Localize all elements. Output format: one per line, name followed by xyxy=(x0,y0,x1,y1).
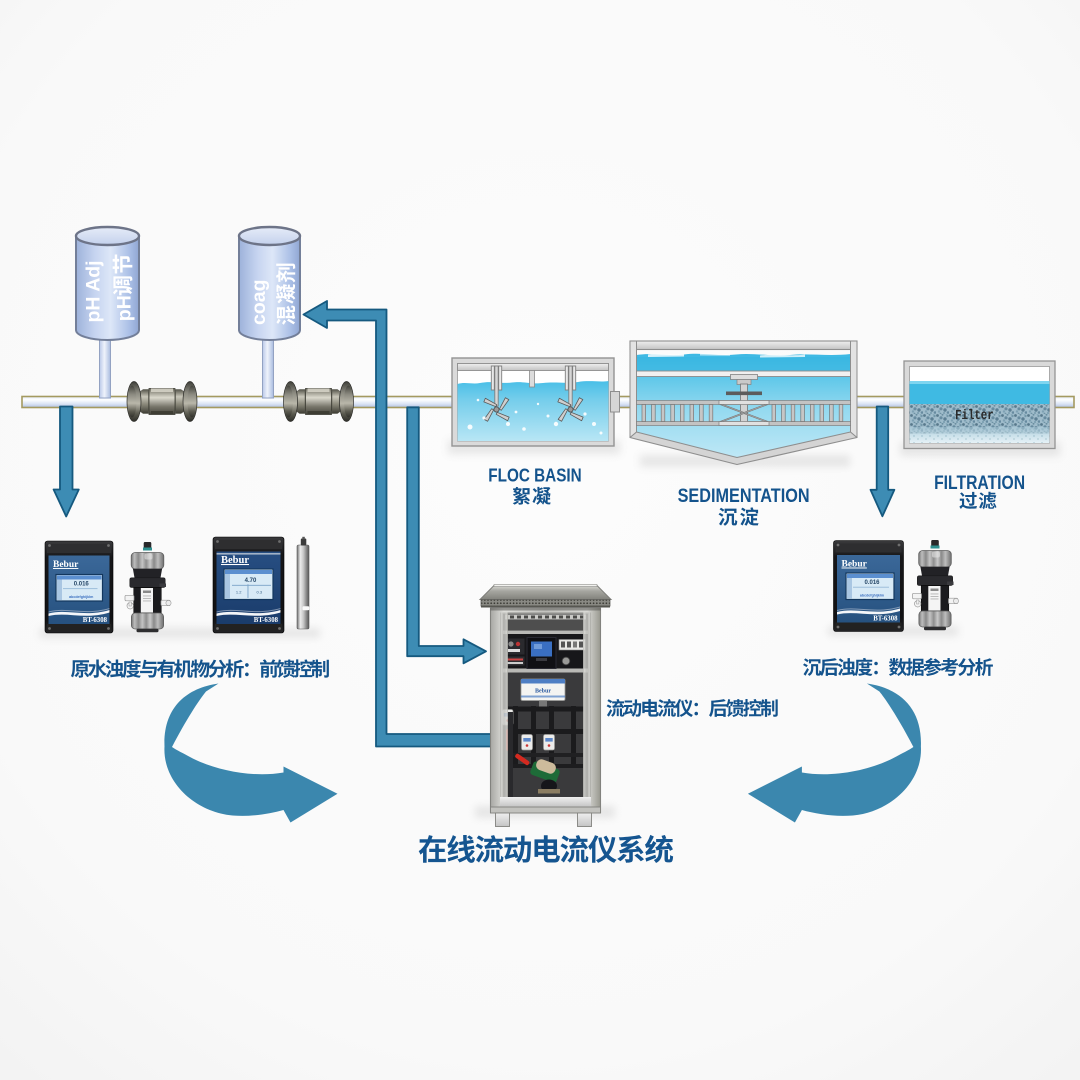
svg-text:coag: coag xyxy=(248,279,270,325)
svg-text:0.016: 0.016 xyxy=(864,580,880,586)
svg-text:BT-6308: BT-6308 xyxy=(83,617,108,624)
svg-text:abcdefghijklm: abcdefghijklm xyxy=(860,594,884,598)
svg-text:4.70: 4.70 xyxy=(245,578,257,584)
svg-text:0.3: 0.3 xyxy=(256,589,262,594)
svg-text:Filter: Filter xyxy=(955,408,994,424)
svg-text:0.016: 0.016 xyxy=(74,582,90,588)
svg-text:pH Adj: pH Adj xyxy=(83,260,105,322)
svg-text:BT-6308: BT-6308 xyxy=(873,616,898,623)
svg-text:FLOC BASIN: FLOC BASIN xyxy=(488,464,581,485)
svg-text:FILTRATION: FILTRATION xyxy=(934,473,1025,494)
svg-text:SEDIMENTATION: SEDIMENTATION xyxy=(678,486,810,507)
svg-text:Bebur: Bebur xyxy=(842,560,868,570)
svg-text:1.2: 1.2 xyxy=(236,589,242,594)
svg-text:pH: pH xyxy=(114,295,136,321)
svg-text:Bebur: Bebur xyxy=(221,555,249,566)
svg-text:Bebur: Bebur xyxy=(535,689,551,695)
svg-text:Bebur: Bebur xyxy=(53,560,79,570)
svg-text:abcdefghijklm: abcdefghijklm xyxy=(69,595,93,599)
svg-text:BT-6308: BT-6308 xyxy=(254,617,279,624)
